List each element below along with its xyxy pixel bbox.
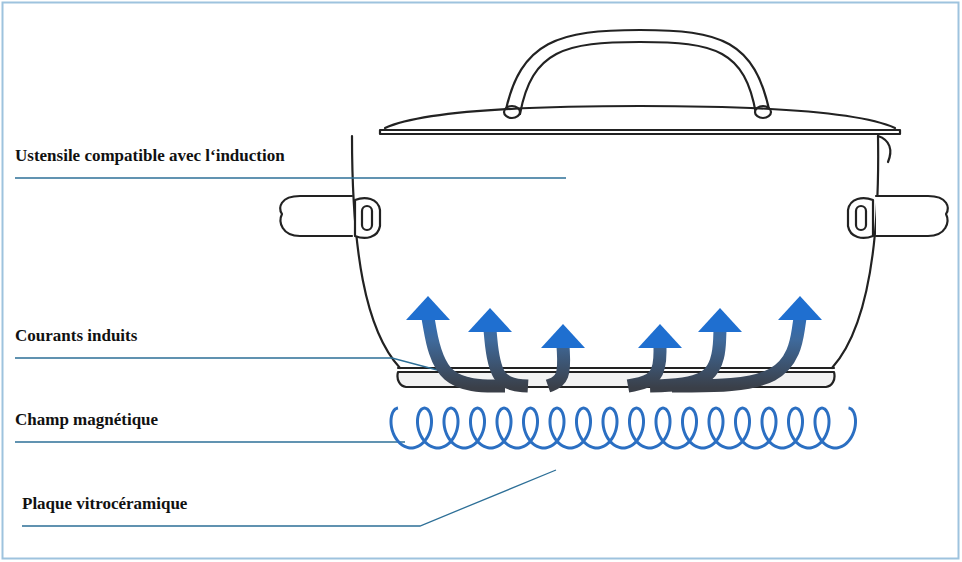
arrow-head	[638, 324, 682, 348]
leader-line	[15, 177, 566, 178]
leader-line	[15, 441, 405, 442]
part-label: Plaque vitrocéramique	[22, 494, 187, 514]
arrow-head	[541, 324, 585, 348]
pot-base	[398, 367, 834, 369]
part-label: Ustensile compatible avec l‘induction	[15, 146, 285, 166]
current-arrow	[541, 324, 585, 386]
lid-rim	[380, 130, 900, 134]
leader-lines	[15, 178, 566, 526]
pot-wall	[832, 136, 878, 368]
part-label: Courants induits	[15, 326, 137, 346]
coil-winding	[391, 408, 856, 448]
side-handle	[362, 206, 372, 230]
leader-line	[22, 470, 556, 526]
arrow-head	[468, 308, 512, 332]
side-handle	[848, 198, 873, 238]
arrow-head	[406, 296, 450, 320]
lid-dome	[385, 106, 895, 128]
side-handle	[856, 206, 866, 230]
lid-handle	[520, 42, 756, 114]
frame	[3, 3, 959, 559]
part-label: Champ magnétique	[15, 410, 158, 430]
side-handle	[280, 196, 352, 236]
current-arrow	[468, 308, 528, 386]
arrow-shaft	[490, 330, 528, 386]
current-arrow	[650, 308, 742, 386]
magnetic-field-coil	[391, 408, 856, 448]
current-arrow	[628, 324, 682, 386]
side-handle	[876, 196, 948, 236]
arrow-shaft	[672, 318, 800, 386]
current-arrow	[672, 296, 822, 386]
lid-handle	[505, 30, 770, 114]
arrow-head	[778, 296, 822, 320]
pot	[280, 30, 947, 387]
rim-lip	[878, 136, 890, 162]
arrow-shaft	[548, 346, 564, 386]
side-handle	[355, 198, 380, 238]
leader-line	[15, 358, 505, 388]
arrow-head	[698, 308, 742, 332]
pot-wall	[352, 136, 400, 368]
arrow-shaft	[650, 330, 720, 386]
induced-current-arrows	[406, 296, 822, 386]
